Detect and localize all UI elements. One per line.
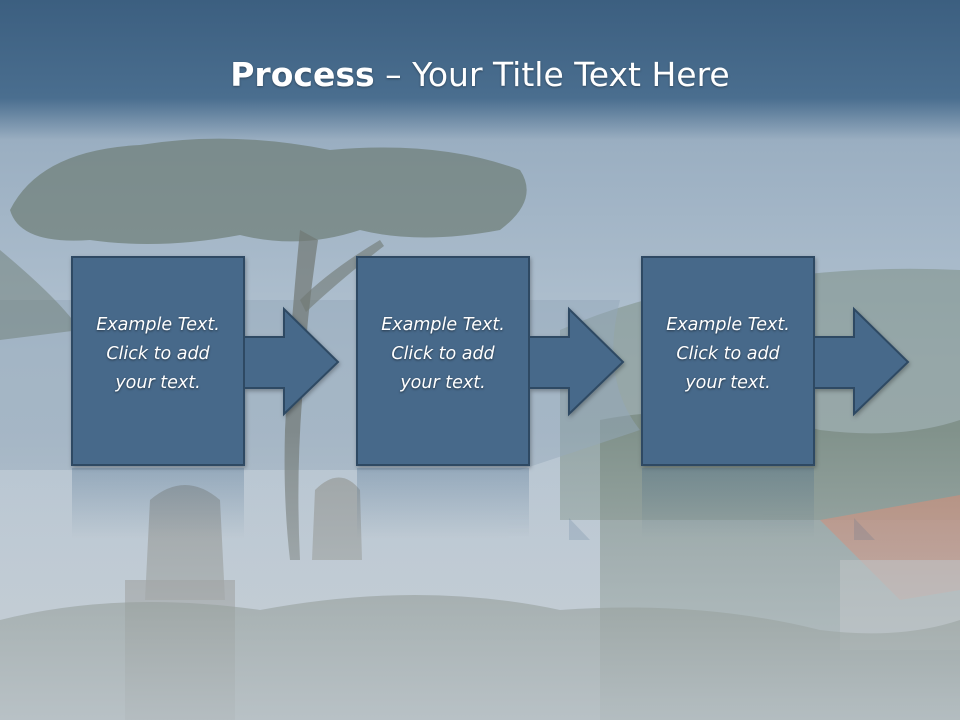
step-1-box (71, 256, 245, 466)
title-bold: Process (230, 55, 375, 94)
title-rest: – Your Title Text Here (374, 55, 730, 94)
step-3-line-1: Example Text. (666, 315, 790, 335)
step-3-line-3: your text. (685, 373, 771, 393)
step-1-line-1: Example Text. (96, 315, 220, 335)
step-2-text[interactable]: Example Text. Click to add your text. (357, 311, 529, 398)
step-3-arrow (813, 306, 910, 417)
step-3-box (641, 256, 815, 466)
step-1-text[interactable]: Example Text. Click to add your text. (72, 311, 244, 398)
process-step-1[interactable] (71, 256, 340, 466)
step-2-line-1: Example Text. (381, 315, 505, 335)
step-3-line-2: Click to add (676, 344, 780, 364)
step-1-line-3: your text. (115, 373, 201, 393)
diagram-reflection (72, 468, 875, 540)
step-1-arrow (243, 306, 340, 417)
step-2-box (356, 256, 530, 466)
slide-title[interactable]: Process – Your Title Text Here (0, 52, 960, 98)
title-band (0, 0, 960, 140)
process-step-3[interactable] (641, 256, 910, 466)
step-2-line-2: Click to add (391, 344, 495, 364)
process-step-2[interactable] (356, 256, 625, 466)
step-2-arrow (528, 306, 625, 417)
step-2-line-3: your text. (400, 373, 486, 393)
step-3-text[interactable]: Example Text. Click to add your text. (642, 311, 814, 398)
step-1-line-2: Click to add (106, 344, 210, 364)
